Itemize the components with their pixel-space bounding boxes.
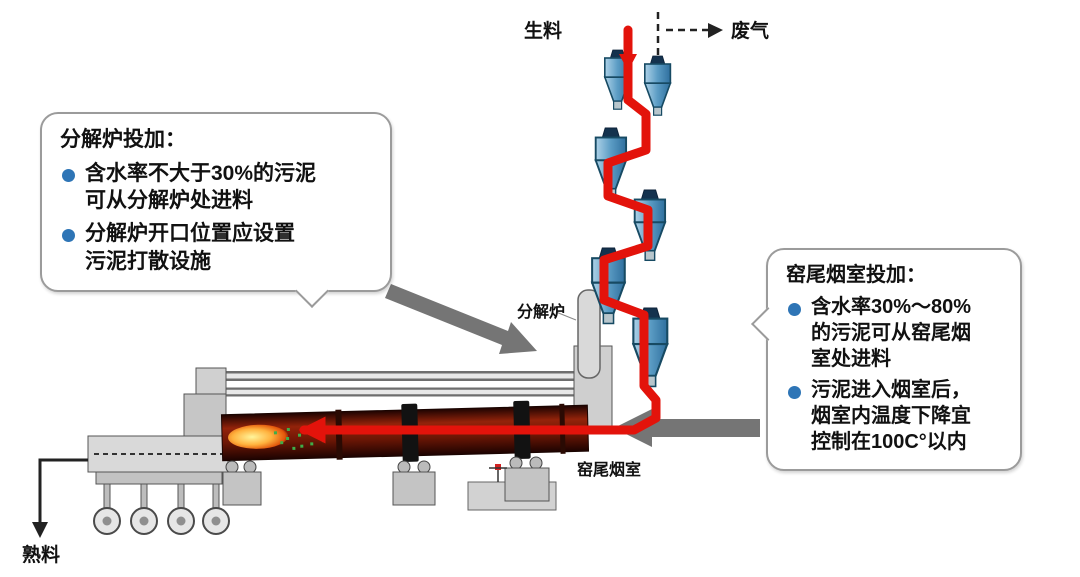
label-calciner: 分解炉: [517, 304, 566, 321]
cyclone-stage5: [632, 306, 669, 388]
exhaust-gas-lines: [656, 12, 723, 56]
label-kiln-tail-chamber: 窑尾烟室: [577, 462, 642, 479]
cyclone-stage1-b: [643, 55, 672, 117]
exhaust-arrowhead: [708, 23, 723, 38]
bullet-dot-icon: [62, 168, 75, 182]
callout-kiln-tail-bullet-2: 污泥进入烟室后， 烟室内温度下降宜 控制在100C°以内: [788, 377, 1004, 455]
cooler-crusher-rolls: [93, 507, 230, 535]
callout-arrow-to-calciner: [385, 284, 537, 354]
instrument-symbol: [489, 464, 507, 482]
clinker-discharge-arrow: [32, 458, 88, 538]
bullet-text: 分解炉开口位置应设置 污泥打散设施: [85, 222, 295, 273]
callout-calciner-feeding: 分解炉投加： 含水率不大于30%的污泥 可从分解炉处进料 分解炉开口位置应设置 …: [40, 112, 392, 308]
kiln-flame: [228, 424, 289, 449]
bullet-text: 含水率不大于30%的污泥 可从分解炉处进料: [85, 161, 317, 213]
clinker-cooler: [87, 435, 230, 535]
bullet-text: 含水率30%～80% 的污泥可从窑尾烟 室处进料: [811, 296, 972, 370]
callout-calciner-bullet-1: 含水率不大于30%的污泥 可从分解炉处进料: [62, 160, 374, 215]
bullet-dot-icon: [62, 229, 75, 243]
callout-kiln-tail-feeding: 窑尾烟室投加： 含水率30%～80% 的污泥可从窑尾烟 室处进料 污泥进入烟室后…: [751, 248, 1022, 471]
callout-kiln-tail-title: 窑尾烟室投加：: [786, 264, 926, 286]
material-flow-path: [298, 25, 661, 444]
tower-feed-pipes: [206, 371, 592, 400]
raw-material-feed-arrowhead: [619, 54, 637, 71]
label-clinker: 熟料: [22, 545, 61, 566]
kiln-supports: [222, 456, 557, 511]
bullet-text: 污泥进入烟室后， 烟室内温度下降宜 控制在100C°以内: [811, 379, 971, 453]
bullet-dot-icon: [788, 303, 801, 316]
calciner-vessel: [555, 289, 601, 379]
callout-kiln-tail-bullet-1: 含水率30%～80% 的污泥可从窑尾烟 室处进料: [788, 294, 1004, 372]
callout-calciner-title: 分解炉投加：: [60, 128, 186, 151]
bullet-dot-icon: [788, 386, 801, 399]
callout-calciner-bullet-2: 分解炉开口位置应设置 污泥打散设施: [62, 220, 374, 275]
label-raw-material: 生料: [524, 21, 563, 42]
label-exhaust-gas: 废气: [731, 21, 770, 42]
